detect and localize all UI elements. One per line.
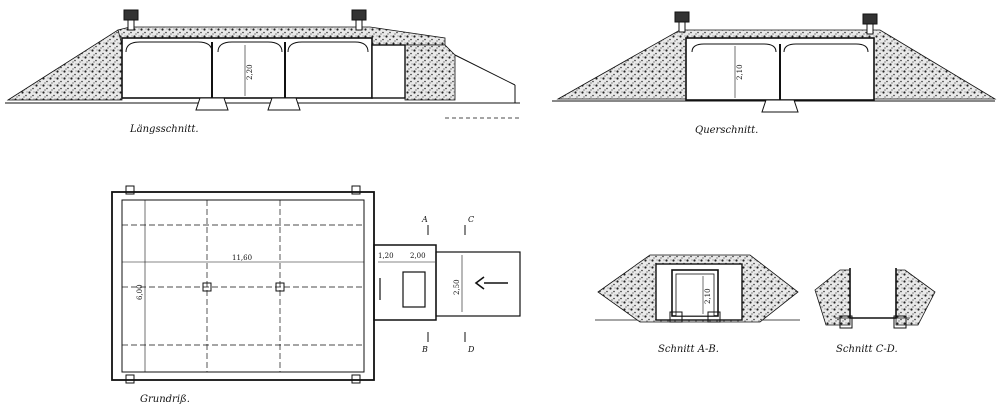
plan-passage-width-label: 1,20 <box>378 252 394 260</box>
cross-section-vent <box>678 21 686 33</box>
section-ab-footing <box>707 311 721 323</box>
long-section-earth-mound <box>6 29 123 101</box>
long-section-vent <box>123 9 139 21</box>
plan-width-label: 6,00 <box>136 284 144 300</box>
section-ab-footing <box>669 311 683 323</box>
plan-entry-arrow-head <box>474 276 485 290</box>
plan-gas-lock <box>402 271 426 308</box>
section-cd-view <box>814 268 936 329</box>
plan-outer-wall <box>111 191 375 381</box>
long-section-passage <box>371 44 406 99</box>
section-ab-doorway <box>675 273 715 317</box>
section-ab-caption: Schnitt A-B. <box>658 344 719 355</box>
long-section-ramp <box>454 54 516 86</box>
plan-view <box>111 185 521 384</box>
plan-caption: Grundriß. <box>140 394 190 405</box>
plan-vent <box>125 374 135 384</box>
long-section-footing <box>267 97 301 111</box>
long-section-footing <box>195 97 229 111</box>
long-section-height-label: 2,20 <box>246 64 254 80</box>
section-cd-earth-left <box>814 269 851 326</box>
long-section-caption: Längsschnitt. <box>129 124 199 135</box>
plan-column <box>202 282 212 292</box>
plan-cut-mark-a: A <box>421 215 428 224</box>
plan-length-label: 11,60 <box>232 254 252 262</box>
plan-cut-mark-d: D <box>467 345 475 354</box>
section-ab-height-label: 2,10 <box>704 288 712 304</box>
cross-section-caption: Querschnitt. <box>695 125 758 136</box>
long-section-vent <box>351 9 367 21</box>
cross-section-vent <box>866 23 874 35</box>
cross-section-height-label: 2,10 <box>736 64 744 80</box>
plan-cut-mark-b: B <box>421 345 428 354</box>
plan-cut-mark-c: C <box>468 215 474 224</box>
plan-column <box>275 282 285 292</box>
plan-entrance-width-label: 2,50 <box>453 279 461 295</box>
section-cd-footing <box>839 315 853 329</box>
plan-vent <box>351 374 361 384</box>
section-ab-view <box>595 254 800 323</box>
long-section-vent <box>127 19 135 31</box>
section-cd-footing <box>893 315 907 329</box>
long-section-vaults <box>125 41 369 53</box>
long-section-earth-right <box>404 44 456 101</box>
cross-section-view <box>552 11 997 113</box>
cross-section-footing <box>761 99 799 113</box>
section-cd-earth-right <box>895 269 936 326</box>
long-section-chamber <box>121 37 373 99</box>
long-section-view <box>5 9 520 119</box>
plan-inner-wall <box>121 199 365 373</box>
plan-vent <box>351 185 361 195</box>
plan-entrance-corridor <box>435 251 521 317</box>
plan-vent <box>125 185 135 195</box>
section-cd-trench <box>849 268 897 319</box>
plan-passage-length-label: 2,00 <box>410 252 426 260</box>
cross-section-vent <box>862 13 878 25</box>
cross-section-vaults <box>691 43 869 53</box>
cross-section-vent <box>674 11 690 23</box>
long-section-vent <box>355 19 363 31</box>
section-cd-caption: Schnitt C-D. <box>836 344 898 355</box>
